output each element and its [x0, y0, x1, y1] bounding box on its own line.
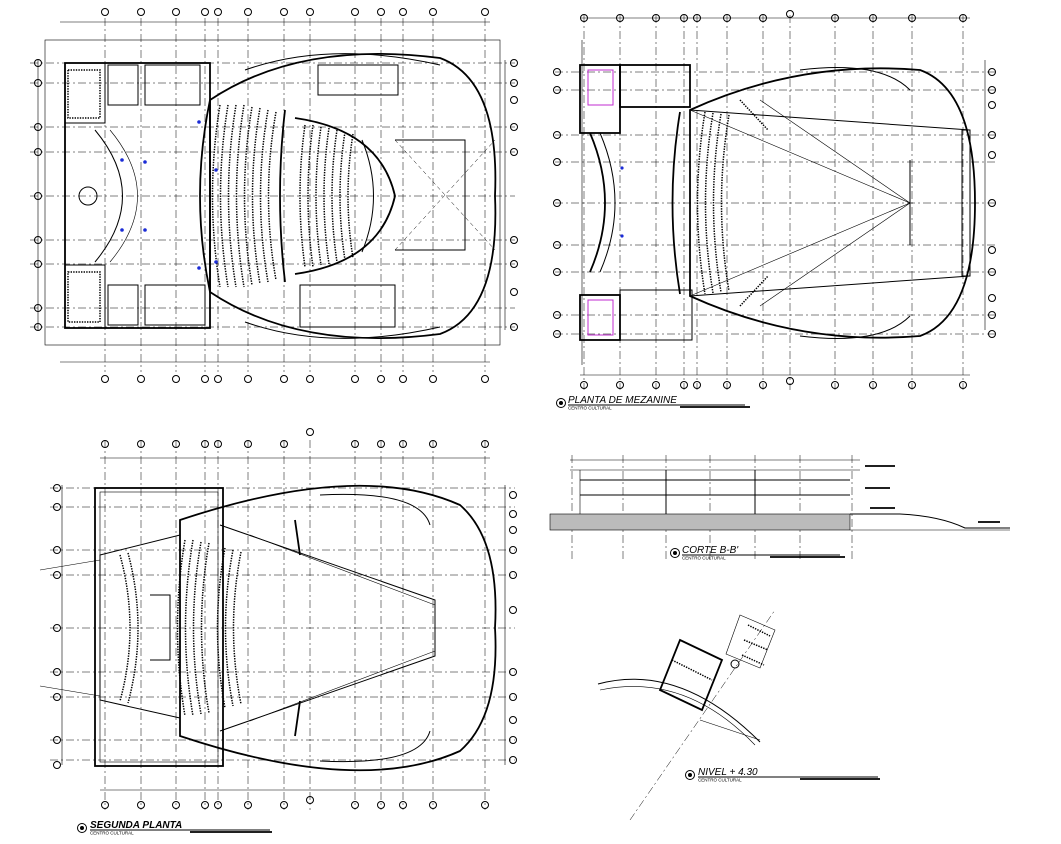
- mezzanine-seating: [696, 111, 730, 295]
- mezzanine-title-block: PLANTA DE MEZANINE CENTRO CULTURAL: [556, 395, 750, 411]
- ground-floor-grid-lines: [30, 18, 515, 372]
- second-floor-grid-lines: [50, 440, 515, 810]
- mezzanine-title: PLANTA DE MEZANINE: [568, 395, 677, 406]
- mezzanine-subtitle: CENTRO CULTURAL: [568, 406, 612, 411]
- ground-floor-grid-bubbles: [34, 8, 518, 383]
- section-subtitle: CENTRO CULTURAL: [682, 556, 726, 561]
- level-title-block: NIVEL + 4.30 CENTRO CULTURAL: [685, 767, 880, 783]
- section-title-block: CORTE B-B' CENTRO CULTURAL: [670, 545, 845, 561]
- mezzanine-plan: PLANTA DE MEZANINE CENTRO CULTURAL: [553, 10, 996, 411]
- second-floor-subtitle: CENTRO CULTURAL: [90, 831, 134, 836]
- level-subtitle: CENTRO CULTURAL: [698, 778, 742, 783]
- second-floor-seating: [176, 539, 242, 717]
- second-floor-grid-bubbles: [53, 428, 517, 809]
- ground-floor-seating: [211, 104, 354, 288]
- second-floor-title: SEGUNDA PLANTA: [90, 820, 182, 831]
- section-columns: [571, 455, 853, 560]
- mezzanine-grid-lines: [555, 15, 995, 390]
- mezzanine-grid-bubbles: [553, 10, 996, 389]
- second-floor-title-block: SEGUNDA PLANTA CENTRO CULTURAL: [77, 820, 272, 836]
- level-detail: NIVEL + 4.30 CENTRO CULTURAL: [597, 609, 880, 821]
- ground-floor-plan: [30, 8, 518, 383]
- section-title: CORTE B-B': [682, 545, 739, 556]
- section-b-b: CORTE B-B' CENTRO CULTURAL: [549, 455, 1010, 561]
- level-title: NIVEL + 4.30: [698, 767, 758, 778]
- second-floor-plan: SEGUNDA PLANTA CENTRO CULTURAL: [39, 428, 517, 836]
